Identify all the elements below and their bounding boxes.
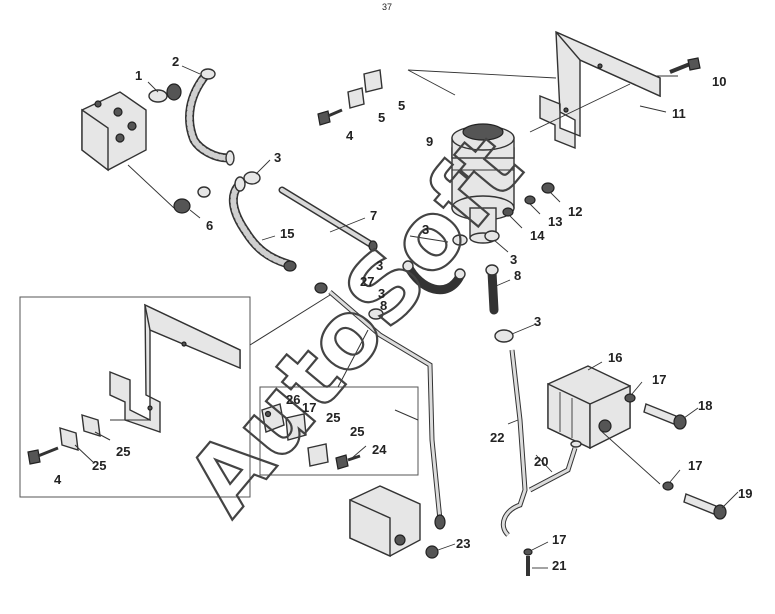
clamp-3-top: [243, 171, 261, 185]
callout-3-c: 3: [510, 252, 517, 267]
washer-17-c: [523, 548, 533, 556]
inset-middle-clamps: [261, 403, 361, 470]
pipe-22: [500, 349, 528, 537]
fuel-filter-9: [451, 123, 515, 244]
callout-25-mid-a: 25: [326, 410, 340, 425]
callout-6: 6: [206, 218, 213, 233]
callout-2: 2: [172, 54, 179, 69]
callout-24: 24: [372, 442, 387, 457]
washer-17-b: [662, 481, 674, 491]
callout-17-b: 17: [688, 458, 702, 473]
hose-15: [228, 176, 297, 272]
callout-8-right: 8: [514, 268, 521, 283]
hose-8-right: [485, 264, 499, 315]
callout-12: 12: [568, 204, 582, 219]
hose-8-left: [402, 260, 466, 295]
bolt-10: [669, 57, 701, 74]
bolt-19: [683, 493, 727, 520]
leader-pump-to-6: [127, 164, 175, 209]
leader-lines: [147, 65, 739, 569]
fitting-6: [173, 186, 211, 214]
callout-14: 14: [530, 228, 545, 243]
callout-3-b: 3: [422, 222, 429, 237]
fitting-1: [148, 83, 182, 103]
callout-17-d: 17: [302, 400, 316, 415]
callout-16: 16: [608, 350, 622, 365]
pipe-20: [528, 447, 578, 493]
callout-25-inset-b: 25: [92, 458, 106, 473]
callout-5-upper: 5: [398, 98, 405, 113]
fitting-14: [502, 207, 514, 217]
inset-mounting-bracket: [109, 303, 241, 433]
callout-25-inset-a: 25: [116, 444, 130, 459]
fitting-27: [314, 282, 328, 294]
inset-box-left: [19, 296, 251, 498]
hose-2: [185, 68, 235, 166]
callout-7: 7: [370, 208, 377, 223]
watermark-text: AutoSoft: [167, 115, 543, 534]
fitting-12: [541, 182, 555, 194]
callout-25-mid-b: 25: [350, 424, 364, 439]
callout-3-e: 3: [534, 314, 541, 329]
fuel-line-main: [328, 290, 443, 521]
callout-23: 23: [456, 536, 470, 551]
clamp-3-filter-right: [484, 230, 500, 242]
callout-26: 26: [286, 392, 300, 407]
callout-11: 11: [672, 106, 686, 121]
callout-4-top: 4: [346, 128, 354, 143]
leader-bracket-to-filter: [529, 83, 631, 133]
callout-8-left: 8: [380, 298, 387, 313]
leader-5-to-bracket: [407, 69, 456, 96]
bracket-11: [539, 30, 661, 150]
callout-15: 15: [280, 226, 294, 241]
clamp-3-lower: [494, 329, 514, 343]
inset-clamp-25a: [59, 414, 101, 451]
page-number: 37: [382, 2, 392, 12]
callout-20: 20: [534, 454, 548, 469]
washer-17-a: [624, 393, 636, 403]
callout-27: 27: [360, 274, 374, 289]
callout-21: 21: [552, 558, 566, 573]
callout-10: 10: [712, 74, 726, 89]
pipe-7: [278, 186, 378, 252]
callout-9: 9: [426, 134, 433, 149]
callout-5-lower: 5: [378, 110, 385, 125]
callout-4-inset: 4: [54, 472, 62, 487]
washer-near-20: [570, 440, 582, 448]
callout-19: 19: [738, 486, 752, 501]
pump-head: [81, 91, 147, 172]
callout-3-d: 3: [378, 286, 385, 301]
clamp-5-lower: [347, 87, 365, 109]
bolt-4-top: [317, 108, 343, 126]
callout-22: 22: [490, 430, 504, 445]
callout-17-c: 17: [552, 532, 566, 547]
clamp-3-filter-left: [452, 234, 468, 246]
callout-3-f: 3: [376, 258, 383, 273]
callout-labels: 1 2 3 3 3 3 3 3 4 4 5 5 6 7 8 8 9 10 11 …: [54, 54, 752, 573]
motor-bottom: [349, 485, 421, 558]
callout-18: 18: [698, 398, 712, 413]
clamp-3-mid: [368, 308, 384, 320]
motor-16: [547, 365, 631, 450]
clamp-5-upper: [363, 69, 383, 93]
leader-motor-to-19: [599, 429, 661, 485]
inset-box-middle: [259, 386, 419, 476]
callout-3-a: 3: [274, 150, 281, 165]
callout-1: 1: [135, 68, 142, 83]
bolt-18: [643, 403, 687, 430]
callout-17-a: 17: [652, 372, 666, 387]
fitting-23: [425, 514, 446, 559]
callout-13: 13: [548, 214, 562, 229]
inset-bolt-4: [27, 446, 59, 465]
